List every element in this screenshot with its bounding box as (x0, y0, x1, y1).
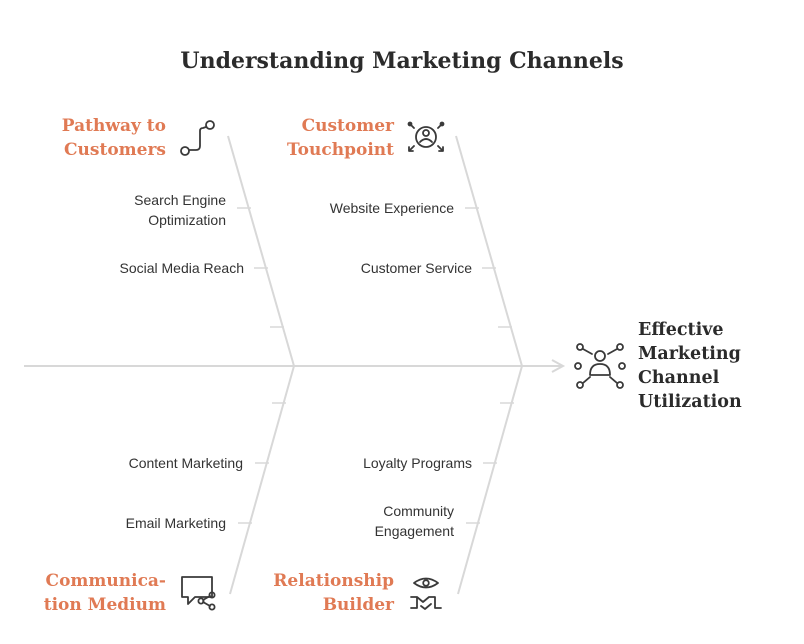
category-label-line: Customer (302, 116, 395, 136)
category-label-line: Customers (64, 140, 166, 160)
people-network-icon (574, 343, 626, 389)
svg-text:Community: Community (383, 503, 454, 519)
handshake-eye-icon (410, 577, 442, 610)
svg-text:Search Engine: Search Engine (134, 192, 226, 208)
svg-text:Social Media Reach: Social Media Reach (119, 260, 244, 276)
spine-arrowhead (551, 359, 566, 373)
bone-touchpoint (455, 135, 523, 367)
svg-text:Engagement: Engagement (375, 523, 455, 539)
cause-email-marketing: Email Marketing (126, 515, 226, 531)
bone-pathway (227, 135, 295, 367)
effect-label-line: Effective (638, 320, 724, 340)
svg-text:Optimization: Optimization (148, 212, 226, 228)
category-customer-touchpoint: Customer Touchpoint (287, 116, 445, 160)
effect-label-line: Channel (638, 368, 720, 388)
effect-label-line: Marketing (638, 344, 741, 364)
cause-community-engagement: Community Engagement (375, 503, 455, 539)
svg-text:Website Experience: Website Experience (330, 200, 454, 216)
cause-search-engine-optimization: Search Engine Optimization (134, 192, 226, 228)
category-label-line: tion Medium (44, 595, 166, 615)
route-path-icon (180, 120, 215, 156)
bone-communication (229, 365, 295, 595)
category-label-line: Touchpoint (287, 140, 394, 160)
diagram-title: Understanding Marketing Channels (180, 48, 623, 74)
category-pathway-to-customers: Pathway to Customers (62, 116, 215, 160)
bone-ticks (237, 207, 514, 524)
svg-text:Content Marketing: Content Marketing (129, 455, 243, 471)
category-label-line: Pathway to (62, 116, 166, 136)
chat-share-icon (181, 576, 216, 611)
bone-relationship (457, 365, 523, 595)
effect-label-line: Utilization (638, 392, 742, 412)
cause-content-marketing: Content Marketing (129, 455, 243, 471)
svg-text:Email Marketing: Email Marketing (126, 515, 226, 531)
category-communication-medium: Communica- tion Medium (44, 571, 216, 615)
effect-node: Effective Marketing Channel Utilization (574, 320, 742, 412)
user-target-icon (407, 121, 445, 152)
svg-text:Loyalty Programs: Loyalty Programs (363, 455, 472, 471)
category-label-line: Communica- (46, 571, 166, 591)
category-relationship-builder: Relationship Builder (273, 571, 442, 615)
cause-website-experience: Website Experience (330, 200, 454, 216)
cause-loyalty-programs: Loyalty Programs (363, 455, 472, 471)
cause-customer-service: Customer Service (361, 260, 472, 276)
category-label-line: Builder (323, 595, 395, 615)
cause-social-media-reach: Social Media Reach (119, 260, 244, 276)
category-label-line: Relationship (273, 571, 394, 591)
svg-text:Customer Service: Customer Service (361, 260, 472, 276)
